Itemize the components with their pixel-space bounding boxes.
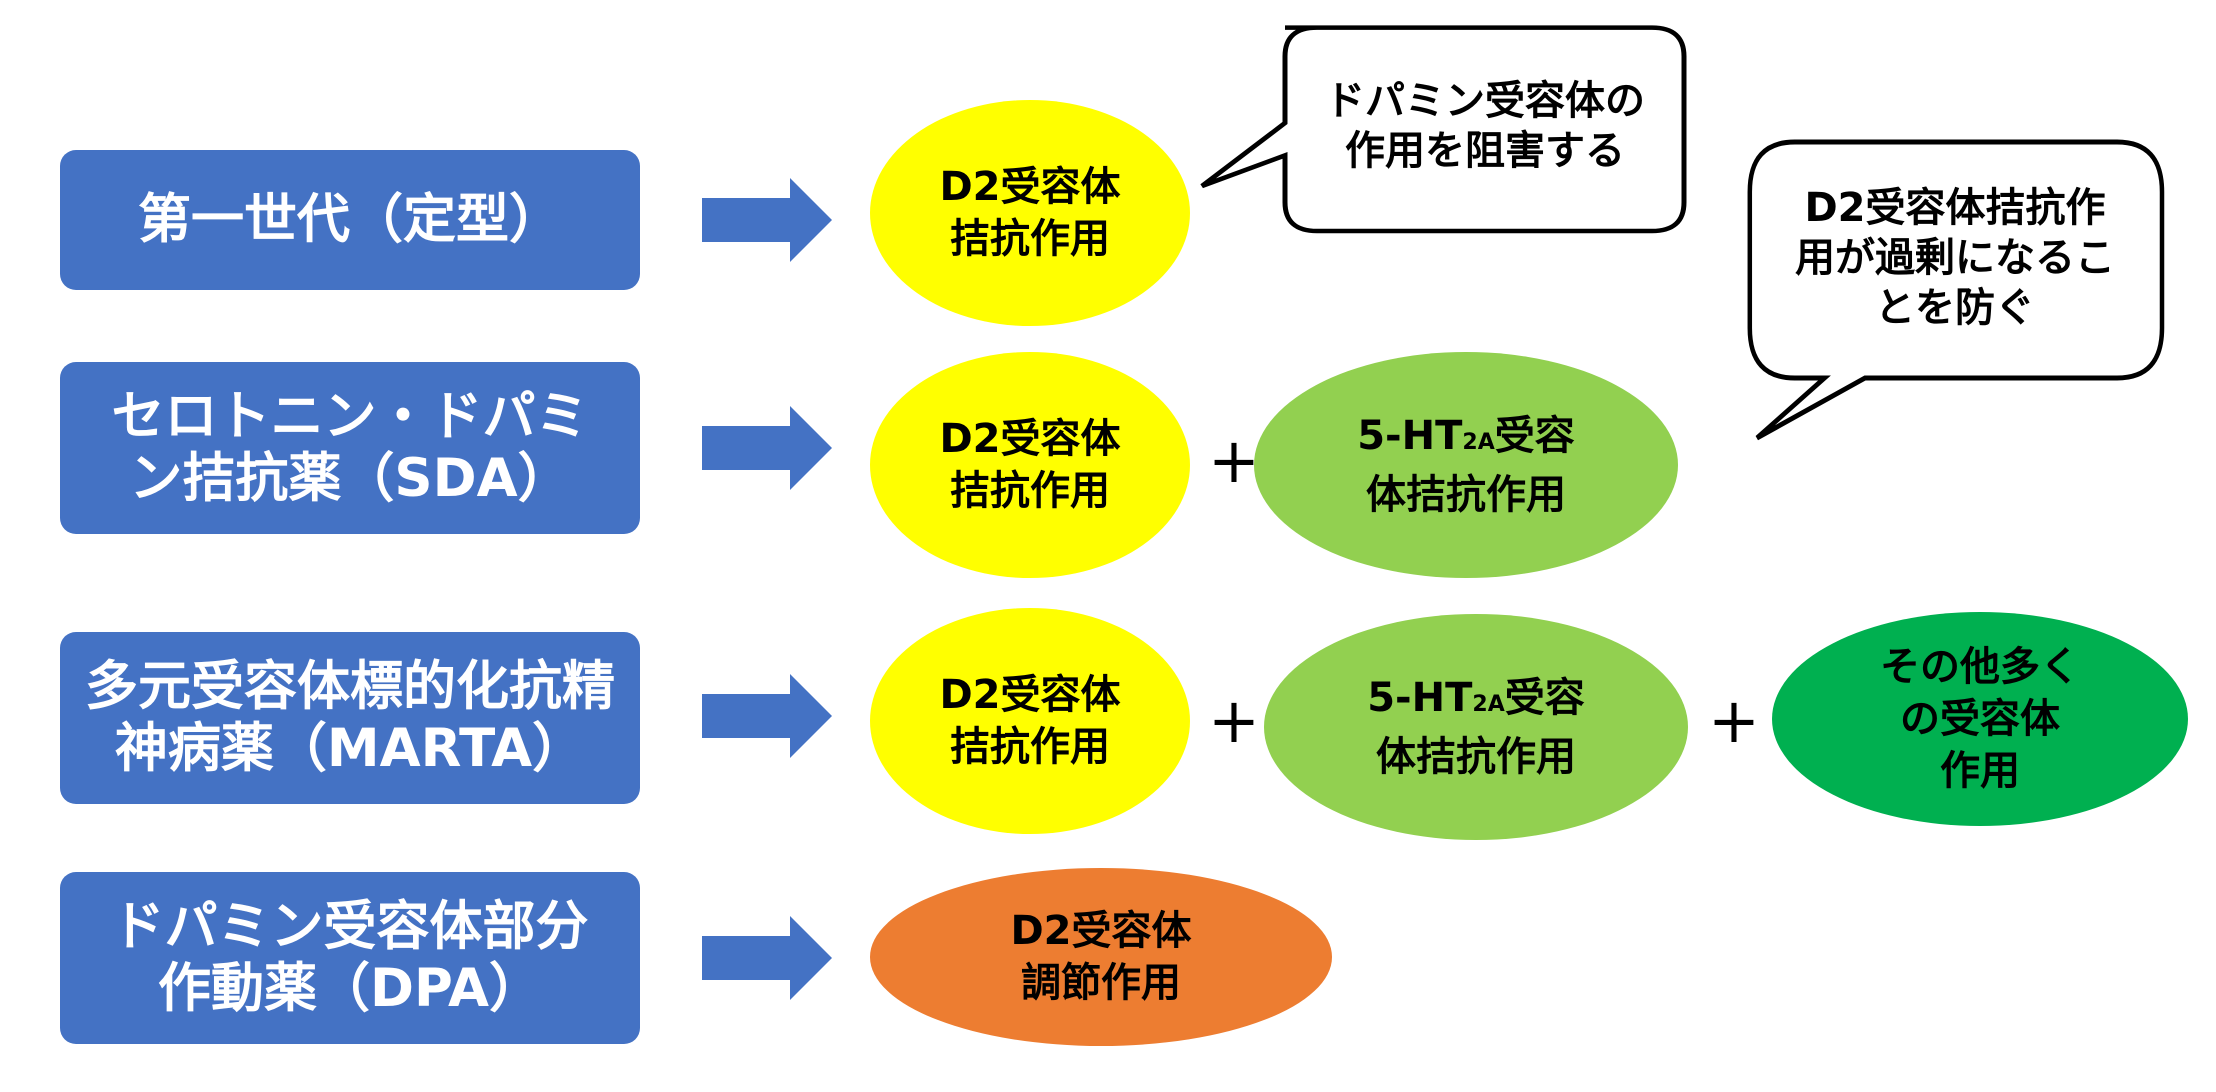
callout-prevent-excess: D2受容体拮抗作 用が過剰になるこ とを防ぐ <box>1795 185 2115 331</box>
5ht2a-antagonism-node: 5-HT2A受容体拮抗作用 <box>1264 614 1688 840</box>
category-label: 多元受容体標的化抗精 神病薬（MARTA） <box>85 656 615 779</box>
arrow-right-icon <box>702 674 832 758</box>
plus-sign: + <box>1208 424 1260 497</box>
category-sda: セロトニン・ドパミ ン拮抗薬（SDA） <box>60 362 640 534</box>
category-marta: 多元受容体標的化抗精 神病薬（MARTA） <box>60 632 640 804</box>
speech-bubble-shape <box>1747 139 2165 441</box>
node-label: 5-HT2A受容体拮抗作用 <box>1367 674 1585 780</box>
d2-antagonism-node: D2受容体 拮抗作用 <box>870 352 1190 578</box>
arrow-right-icon <box>702 916 832 1000</box>
node-label: D2受容体 拮抗作用 <box>939 672 1121 770</box>
other-receptors-node: その他多く の受容体 作用 <box>1772 612 2188 826</box>
node-label: D2受容体 調節作用 <box>1010 908 1192 1006</box>
category-label: ドパミン受容体部分 作動薬（DPA） <box>111 896 589 1019</box>
speech-bubble-shape <box>1200 25 1687 234</box>
category-dpa: ドパミン受容体部分 作動薬（DPA） <box>60 872 640 1044</box>
d2-antagonism-node: D2受容体 拮抗作用 <box>870 100 1190 326</box>
arrow-right-icon <box>702 406 832 490</box>
d2-modulation-node: D2受容体 調節作用 <box>870 868 1332 1046</box>
node-label: その他多く の受容体 作用 <box>1880 644 2080 794</box>
category-typical: 第一世代（定型） <box>60 150 640 290</box>
plus-sign: + <box>1208 684 1260 757</box>
node-label: 5-HT2A受容体拮抗作用 <box>1357 412 1575 518</box>
node-label: D2受容体 拮抗作用 <box>939 164 1121 262</box>
category-label: 第一世代（定型） <box>138 189 562 250</box>
callout-inhibit-dopamine: ドパミン受容体の 作用を阻害する <box>1325 78 1645 174</box>
category-label: セロトニン・ドパミ ン拮抗薬（SDA） <box>111 386 589 509</box>
5ht2a-antagonism-node: 5-HT2A受容体拮抗作用 <box>1254 352 1678 578</box>
node-label: D2受容体 拮抗作用 <box>939 416 1121 514</box>
arrow-right-icon <box>702 178 832 262</box>
plus-sign: + <box>1708 684 1760 757</box>
d2-antagonism-node: D2受容体 拮抗作用 <box>870 608 1190 834</box>
